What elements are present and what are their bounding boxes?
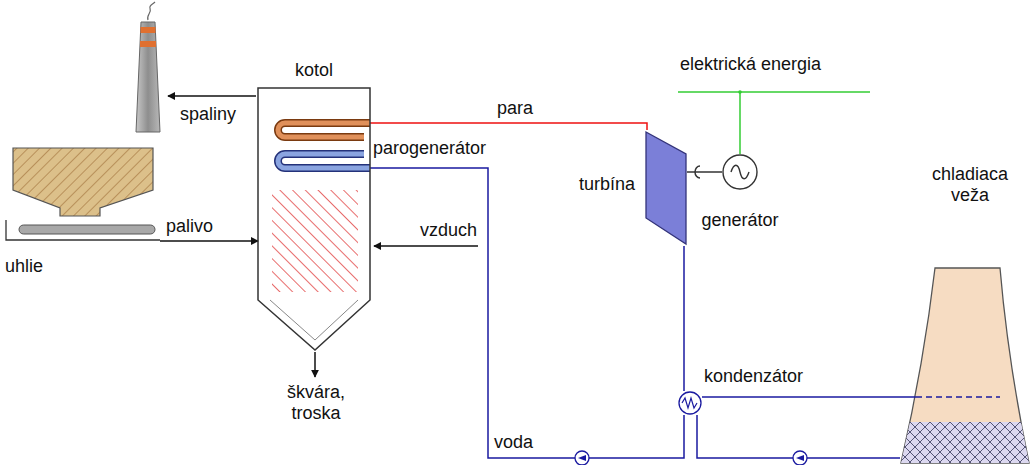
cooling-tower: chladiaca veža <box>900 262 1030 465</box>
generator-symbol-part <box>731 165 749 179</box>
water-coil <box>278 154 370 168</box>
turbine-shape-outline <box>645 130 687 246</box>
smoke <box>148 2 155 20</box>
node-label: kotol <box>295 60 333 81</box>
part-label: elektrická energia <box>680 54 821 75</box>
cooling-tower-part <box>900 396 916 398</box>
boiler-shape-outline <box>258 88 370 350</box>
pipe-connector <box>370 123 647 130</box>
coal-hopper-part <box>19 225 155 234</box>
node-label: chladiaca veža <box>920 164 1020 205</box>
boiler-shape-part <box>258 88 370 350</box>
air-arrow <box>374 245 478 247</box>
turbine-shape: turbína <box>645 130 687 246</box>
turbine-shape-part <box>646 132 686 244</box>
boiler-shape-part <box>270 300 358 340</box>
pipe-connector <box>683 246 685 391</box>
generator-symbol-part <box>723 155 757 189</box>
node-label: uhlie <box>5 256 43 277</box>
edge-label: palivo <box>166 216 213 237</box>
pump-symbol <box>575 451 589 465</box>
edge-label: para <box>497 98 533 119</box>
chimney <box>136 2 160 132</box>
coal-hopper-outline <box>5 148 160 248</box>
flame-hatch <box>272 190 358 292</box>
condenser-symbol-part <box>679 392 701 414</box>
part-label: škvára, troska <box>275 382 357 423</box>
coal-hopper-part <box>13 148 153 216</box>
node-label: kondenzátor <box>704 366 803 387</box>
generator-symbol-outline <box>722 154 758 190</box>
cooling-tower-part <box>916 396 1000 398</box>
part-label: parogenerátor <box>373 138 486 159</box>
condenser-symbol: kondenzátor <box>678 391 702 415</box>
cooling-tower-part <box>901 268 1029 463</box>
coupling-symbol <box>695 166 700 178</box>
chimney-band <box>140 41 156 47</box>
pipe-connector <box>702 396 900 398</box>
flue-gas-arrow <box>168 95 256 97</box>
edge-label: voda <box>494 432 533 453</box>
pipe-connector <box>370 168 684 458</box>
chimney-band <box>141 27 156 33</box>
node-label: generátor <box>701 210 778 231</box>
condenser-symbol-part <box>682 398 697 408</box>
generator-symbol: generátor <box>722 154 758 190</box>
pipe-connector <box>160 240 258 242</box>
coal-hopper-part <box>6 220 160 240</box>
cooling-tower-part <box>901 422 1029 463</box>
node-label: turbína <box>579 174 635 195</box>
condenser-symbol-outline <box>678 391 702 415</box>
coal-hopper: uhlie <box>5 148 160 248</box>
slag-arrow <box>314 352 316 377</box>
part-label: spaliny <box>180 104 236 125</box>
boiler-shape: kotol <box>258 88 370 350</box>
cooling-tower-outline <box>900 262 1030 465</box>
steam-coil <box>278 123 370 137</box>
power-line <box>678 90 870 154</box>
part-label: vzduch <box>420 220 477 241</box>
pipe-connector <box>687 171 722 173</box>
pump-symbol <box>793 451 807 465</box>
